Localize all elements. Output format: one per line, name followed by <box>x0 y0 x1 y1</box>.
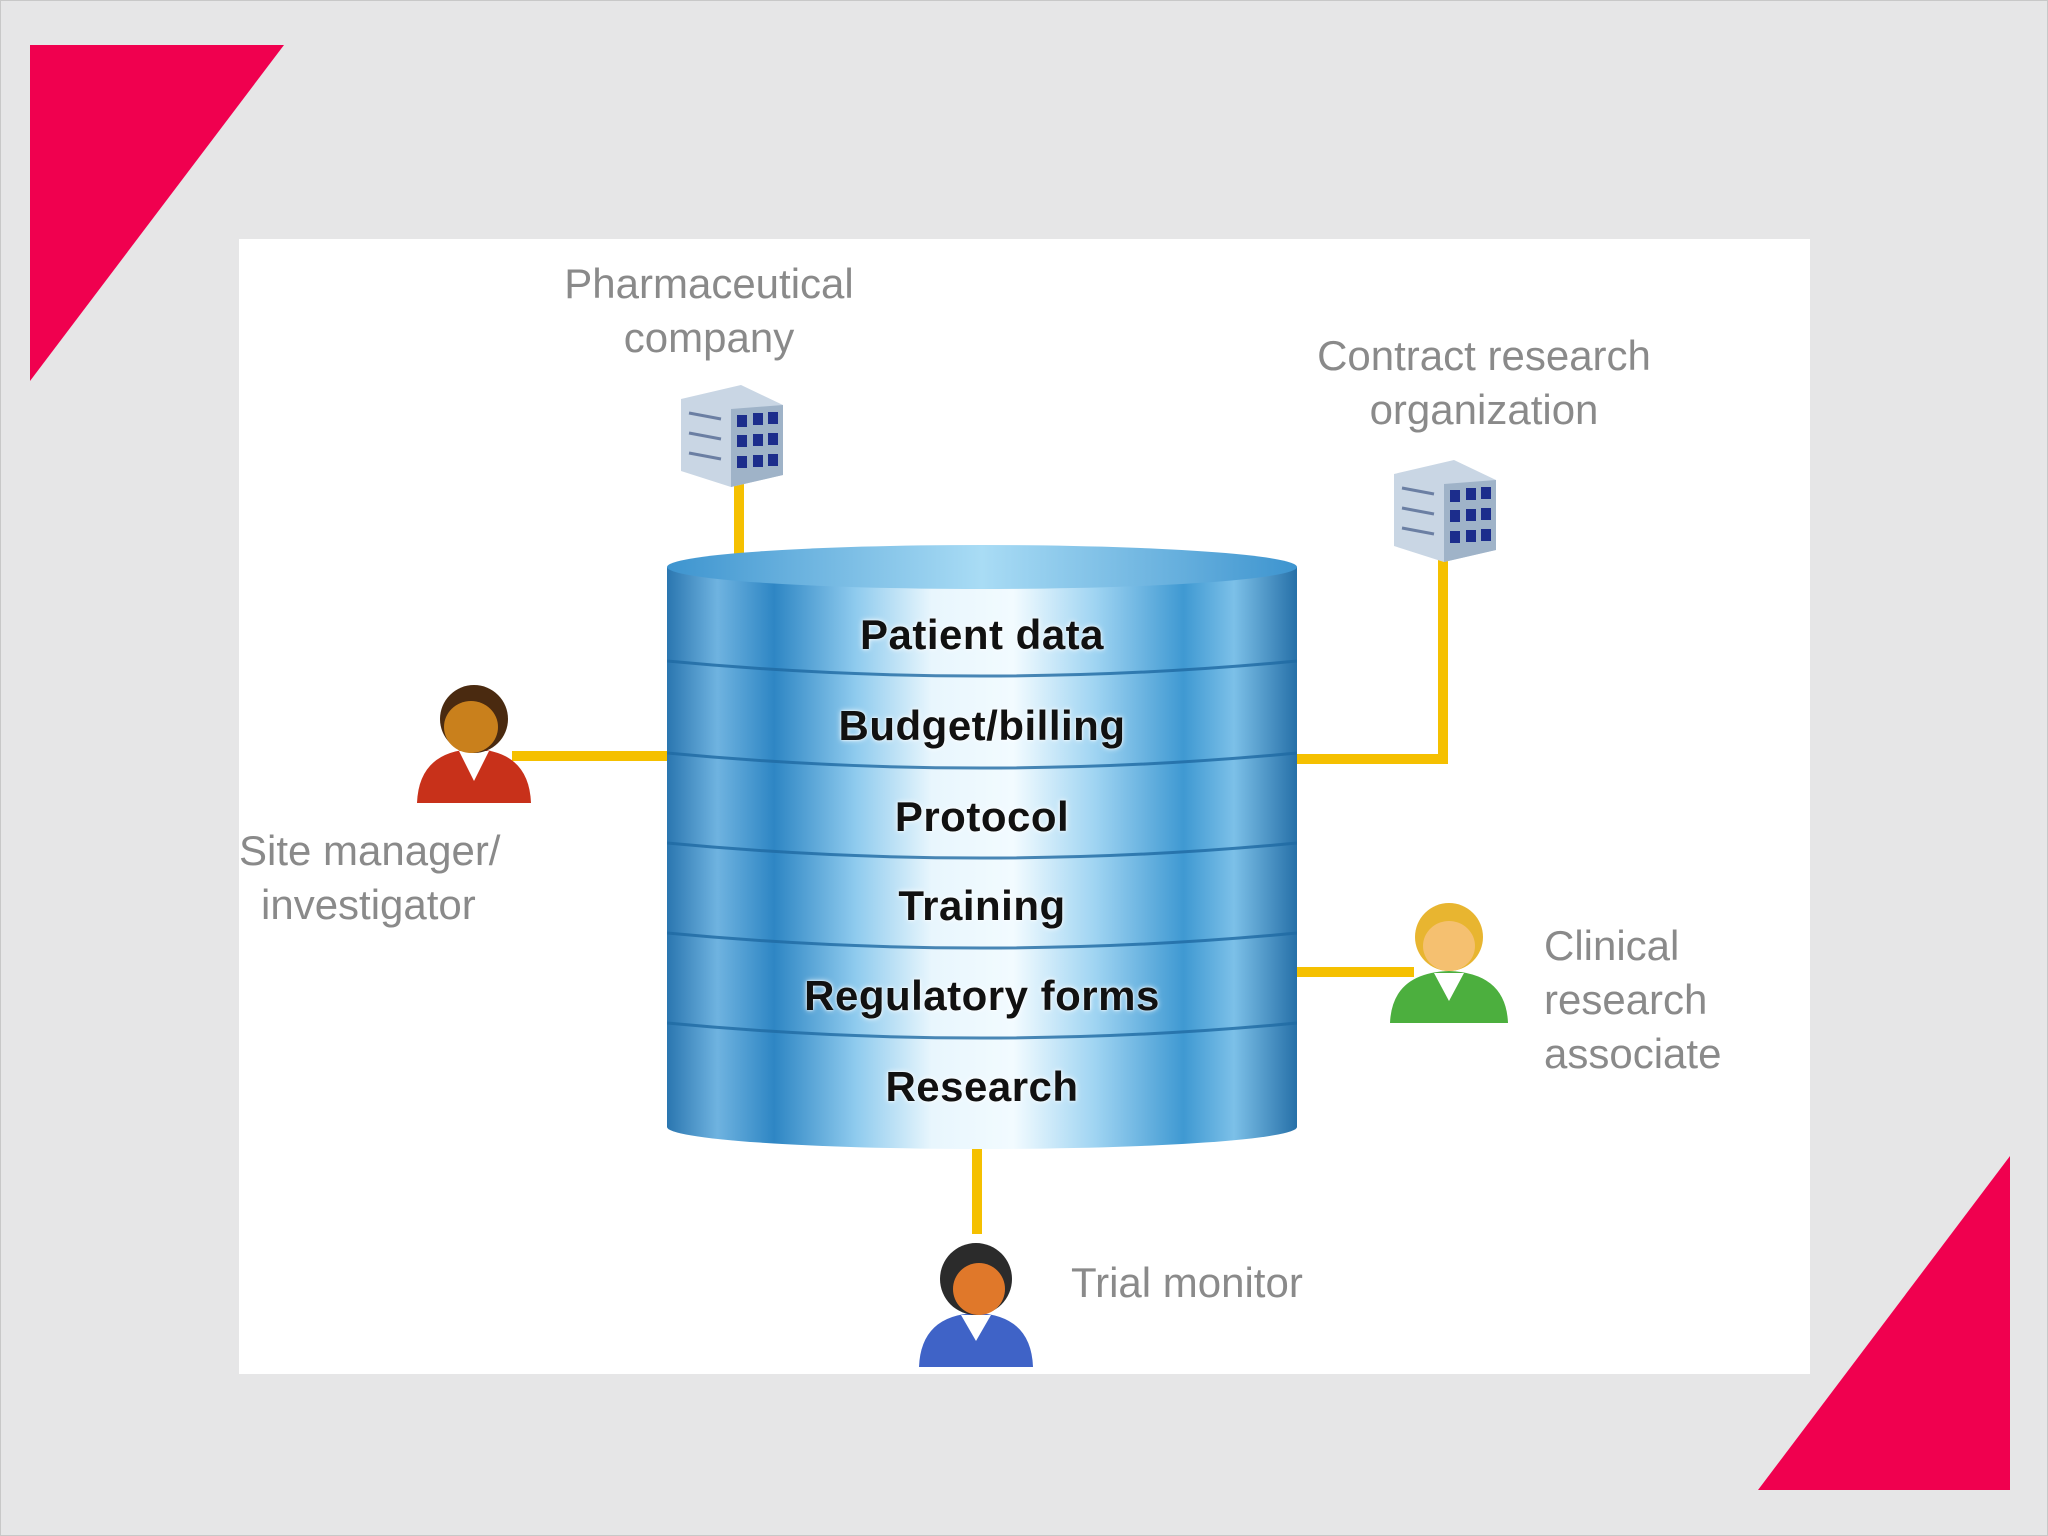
accent-triangle-top-left <box>30 45 284 381</box>
tier-budget-billing: Budget/billing <box>838 702 1126 749</box>
person-icon <box>417 685 531 803</box>
database-cylinder <box>667 541 1297 1376</box>
tier-protocol: Protocol <box>894 793 1070 840</box>
person-icon <box>1390 903 1508 1023</box>
clinical-data-diagram: Patient data Budget/billing Protocol Tra… <box>239 239 1810 1374</box>
building-icon <box>681 385 783 487</box>
tier-training: Training <box>898 882 1066 929</box>
label-trial-monitor: Trial monitor <box>1071 1259 1303 1306</box>
connector-lines <box>512 466 1448 1234</box>
label-clinical-research-associate: Clinical research associate <box>1544 922 1722 1077</box>
person-icon <box>919 1243 1033 1367</box>
tier-research: Research <box>885 1063 1079 1110</box>
tier-patient-data: Patient data <box>859 611 1105 658</box>
tier-regulatory-forms: Regulatory forms <box>804 972 1160 1019</box>
label-pharmaceutical-company: Pharmaceutical company <box>564 260 854 361</box>
accent-triangle-bottom-right <box>1758 1156 2010 1490</box>
label-contract-research-organization: Contract research organization <box>1317 332 1651 433</box>
connector-cro <box>1292 534 1448 764</box>
label-site-manager-investigator: Site manager/ investigator <box>239 827 501 928</box>
building-icon <box>1394 460 1496 562</box>
